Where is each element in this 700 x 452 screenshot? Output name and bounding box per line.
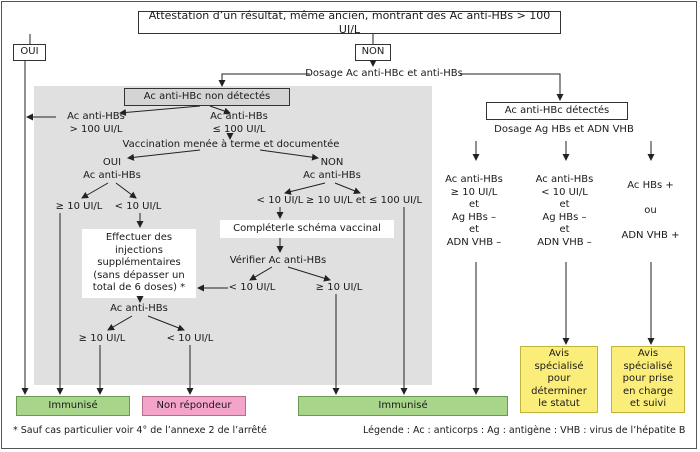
- injections-box: Effectuer des injections supplémentaires…: [82, 229, 196, 298]
- outcome-avis-statut: Avis spécialisé pour déterminer le statu…: [520, 346, 598, 413]
- outcome-avis-prise-en-charge: Avis spécialisé pour prise en charge et …: [611, 346, 685, 413]
- hbs-le100-label: Ac anti-HBs ≤ 100 UI/L: [210, 111, 268, 135]
- outcome-non-repondeur: Non répondeur: [142, 396, 246, 416]
- non-box: NON: [355, 44, 391, 61]
- ac-hbs-small-label: Ac anti-HBs: [110, 303, 168, 314]
- result-col-2: Ac anti-HBs < 10 UI/L et Ag HBs – et ADN…: [526, 163, 603, 260]
- outcome-immunise-center: Immunisé: [298, 396, 508, 416]
- non-hbs-label: NON Ac anti-HBs: [303, 157, 361, 181]
- result-col-3: Ac HBs + ou ADN VHB +: [617, 163, 684, 260]
- verifier-label: Vérifier Ac anti-HBs: [229, 255, 327, 266]
- vaccination-label: Vaccination menée à terme et documentée: [122, 139, 340, 150]
- range-10-100-label: ≥ 10 UI/L et ≤ 100 UI/L: [305, 195, 423, 206]
- lt10-d-label: < 10 UI/L: [166, 333, 214, 344]
- hbs-gt100-label: Ac anti-HBs > 100 UI/L: [67, 111, 125, 135]
- ge10-c-label: ≥ 10 UI/L: [315, 282, 363, 293]
- ge10-d-label: ≥ 10 UI/L: [78, 333, 126, 344]
- lt10-b-label: < 10 UI/L: [256, 195, 304, 206]
- oui-hbs-label: OUI Ac anti-HBs: [83, 157, 141, 181]
- outcome-immunise-left: Immunisé: [16, 396, 130, 416]
- footnote: * Sauf cas particulier voir 4° de l’anne…: [13, 425, 267, 436]
- oui-box: OUI: [13, 44, 46, 61]
- result-col-1: Ac anti-HBs ≥ 10 UI/L et Ag HBs – et ADN…: [436, 163, 512, 260]
- ge10-a-label: ≥ 10 UI/L: [55, 201, 103, 212]
- lt10-a-label: < 10 UI/L: [114, 201, 162, 212]
- lt10-c-label: < 10 UI/L: [228, 282, 276, 293]
- header-box: Attestation d’un résultat, même ancien, …: [138, 9, 561, 36]
- hbc-detectes-box: Ac anti-HBc détectés: [486, 102, 628, 120]
- dosage-hbc-label: Dosage Ac anti-HBc et anti-HBs: [305, 68, 463, 79]
- hbc-non-detectes-box: Ac anti-HBc non détectés: [124, 88, 290, 106]
- dosage-ag-label: Dosage Ag HBs et ADN VHB: [494, 124, 634, 135]
- completer-box: Compléterle schéma vaccinal: [220, 220, 394, 238]
- legend: Légende : Ac : anticorps : Ag : antigène…: [363, 425, 686, 436]
